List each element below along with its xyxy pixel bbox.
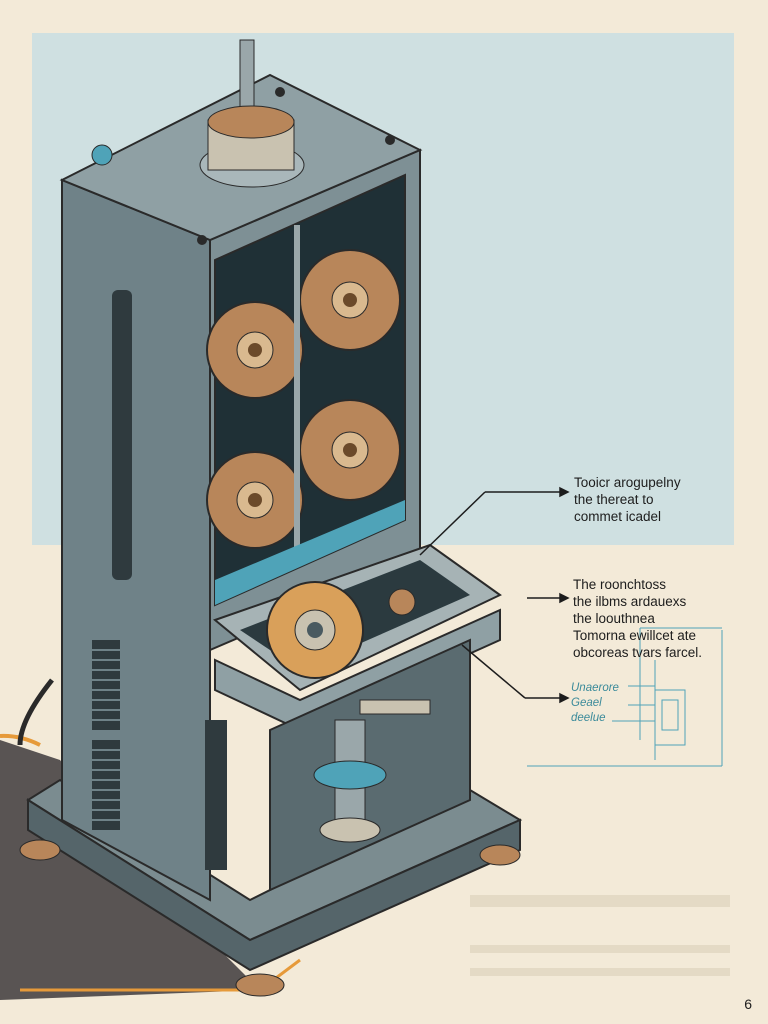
reel-upper-right	[299, 249, 401, 351]
reel-lower-right	[299, 399, 401, 501]
reel-lower-left	[206, 451, 304, 549]
callout-line: the thereat to	[574, 492, 654, 507]
callout-line: the ilbms ardauexs	[573, 594, 687, 609]
center-shaft	[294, 225, 300, 565]
tower-left-face	[61, 178, 211, 902]
gear-tray-front	[214, 608, 501, 732]
vent-slots	[92, 290, 132, 830]
screw	[385, 135, 395, 145]
inset-schematic	[527, 627, 723, 767]
screw	[275, 87, 285, 97]
inset-label: Unaerore	[571, 682, 619, 694]
lower-arm	[359, 699, 431, 715]
lower-collar	[313, 760, 387, 790]
inset-label: Geael	[571, 697, 602, 709]
lower-base-disc	[319, 817, 381, 843]
foot-front	[235, 973, 285, 997]
page-number: 6	[744, 996, 752, 1012]
callout-middle: The roonchtoss the ilbms ardauexs the lo…	[573, 576, 702, 661]
callout-line: Tooicr arogupelny	[574, 475, 681, 490]
callout-line: the loouthnea	[573, 611, 655, 626]
power-cable	[17, 678, 54, 746]
vent-front	[205, 720, 227, 870]
small-gear	[388, 588, 416, 616]
leader-lines	[419, 486, 570, 704]
spindle-knob-top	[207, 105, 295, 139]
reel-shelf	[215, 500, 405, 605]
foot-left	[19, 839, 61, 861]
base-plate-side	[27, 798, 521, 972]
callout-line: obcoreas tvars farcel.	[573, 645, 703, 660]
main-gear	[266, 581, 364, 679]
top-knob-lever	[91, 144, 113, 166]
callout-line: The roonchtoss	[573, 577, 667, 592]
inset-label: deelue	[571, 712, 606, 724]
inset-labels: Unaerore Geael deelue	[571, 681, 619, 726]
callout-line: Tomorna ewillcet ate	[573, 628, 697, 643]
reel-upper-left	[206, 301, 304, 399]
vent-lines	[92, 649, 120, 821]
callout-line: commet icadel	[574, 509, 662, 524]
faint-text-blocks	[470, 895, 730, 976]
callout-top: Tooicr arogupelny the thereat to commet …	[574, 474, 681, 525]
foot-right	[479, 844, 521, 866]
screw	[197, 235, 207, 245]
